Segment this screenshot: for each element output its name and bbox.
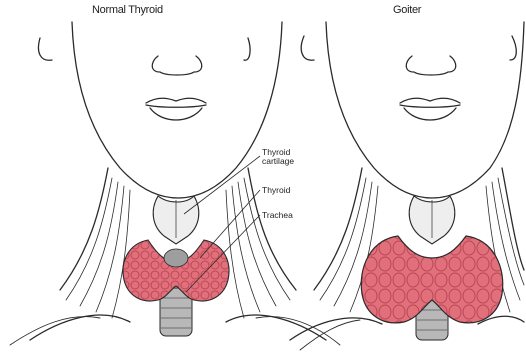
leader-thyroid-cartilage <box>184 156 260 214</box>
right-mouth-lower <box>404 108 456 120</box>
left-nose <box>152 56 202 75</box>
label-thyroid-cartilage: Thyroid cartilage <box>262 148 294 166</box>
title-goiter: Goiter <box>393 4 421 16</box>
label-trachea: Trachea <box>262 211 293 220</box>
title-normal-thyroid: Normal Thyroid <box>92 4 163 16</box>
label-thyroid-cartilage-line2: cartilage <box>262 157 294 166</box>
left-mouth-lower <box>150 108 202 120</box>
left-mouth-upper <box>146 98 206 103</box>
left-ear-left <box>39 38 53 60</box>
left-ear-right <box>244 38 250 60</box>
label-thyroid: Thyroid <box>262 186 290 195</box>
right-neck-right <box>502 168 524 270</box>
left-mouth-line <box>146 105 206 107</box>
right-neck-left <box>314 168 362 290</box>
left-neck-left <box>60 168 108 290</box>
right-ear-right <box>510 36 516 60</box>
right-mouth-line <box>400 105 460 107</box>
right-nose <box>406 56 456 75</box>
right-mouth-upper <box>400 98 460 103</box>
right-face-outline <box>326 22 524 198</box>
right-ear-left <box>301 36 314 60</box>
